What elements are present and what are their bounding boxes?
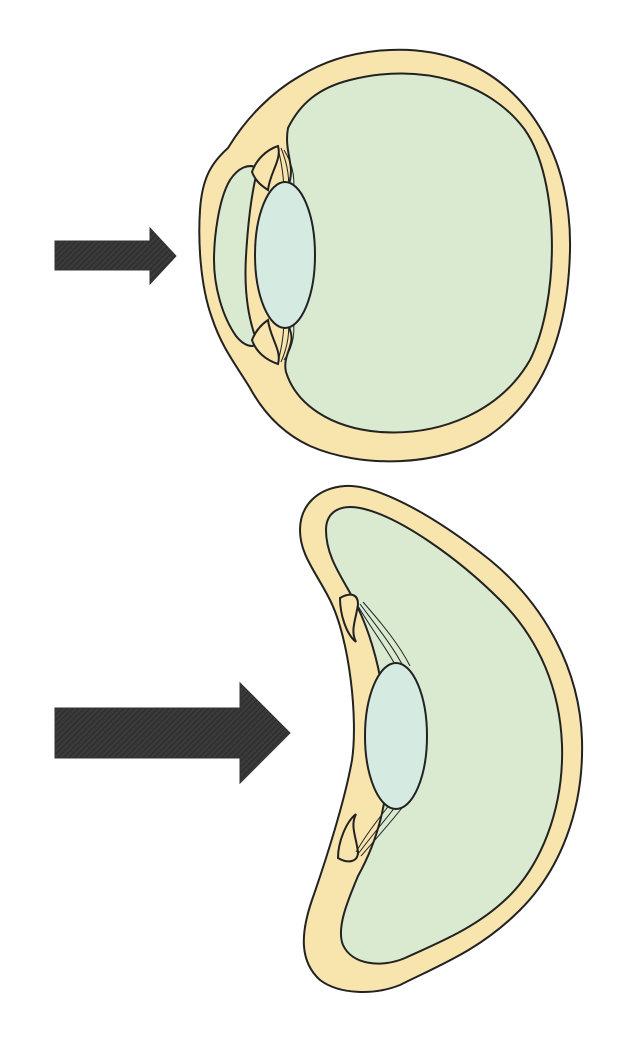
small-force-arrow [54,226,177,286]
large-force-arrow [54,681,291,785]
top-vitreous [283,72,553,434]
top-lens [254,181,316,329]
bottom-ciliary-body-lower [336,813,360,863]
top-ciliary-body-upper [250,144,280,192]
top-panel [54,48,572,463]
top-anterior-chamber [212,165,260,347]
bottom-ciliary-body-upper [338,593,360,643]
bottom-lens [364,662,428,810]
bottom-panel [54,484,584,993]
top-ciliary-body-lower [250,318,280,366]
